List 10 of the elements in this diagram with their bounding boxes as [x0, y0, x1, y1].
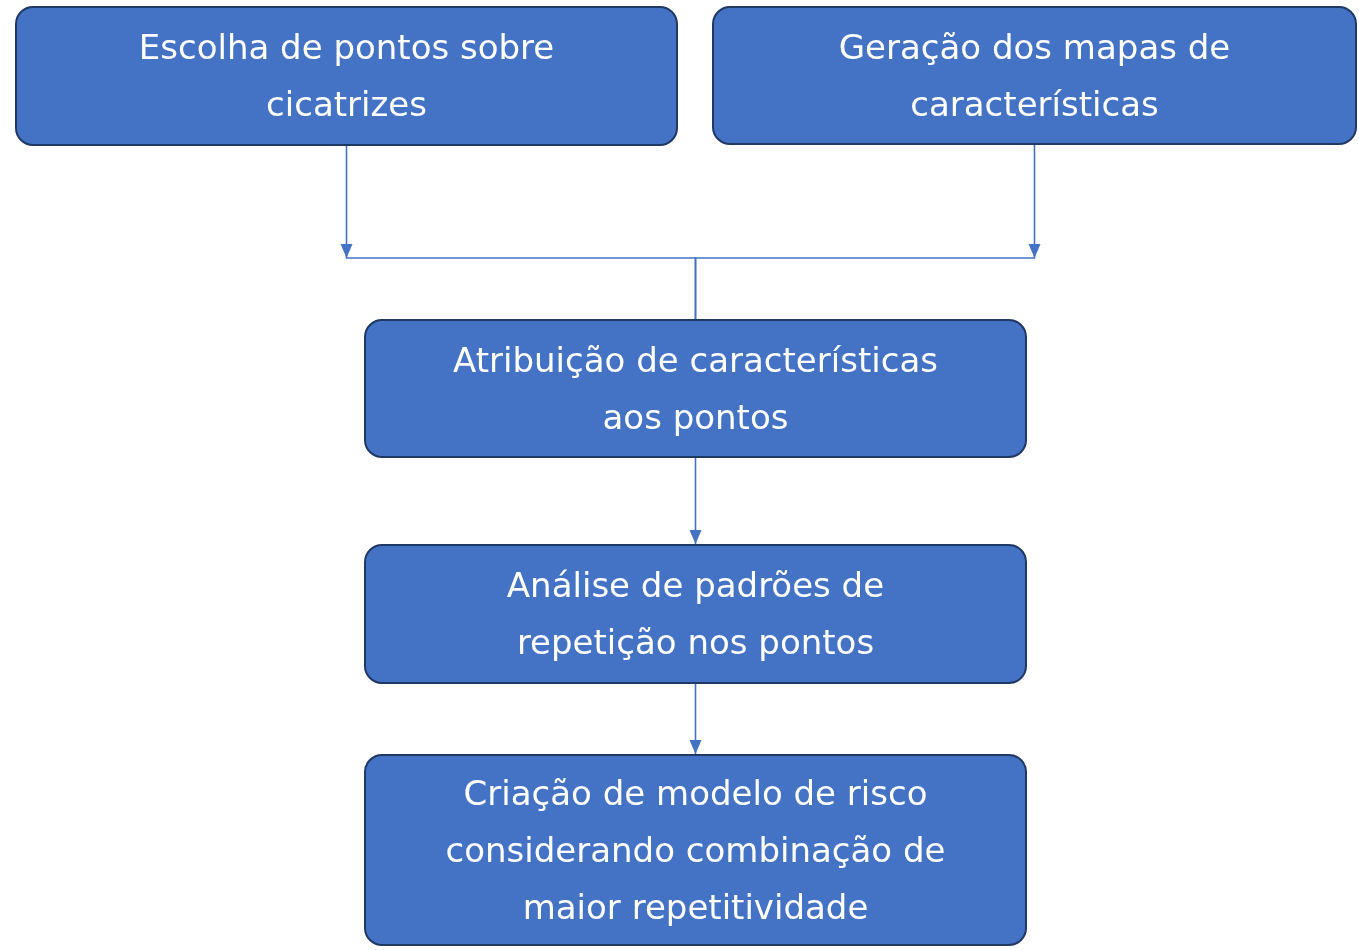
process-box: [364, 319, 1027, 458]
process-box: [15, 6, 678, 146]
process-box: [364, 544, 1027, 684]
step-text: Criação de modelo de risco considerando combinação de maior repetitividade: [444, 771, 947, 929]
step-text: Escolha de pontos sobre cicatrizes: [137, 26, 556, 126]
process-box: [712, 6, 1357, 145]
step-text: Análise de padrões de repetição nos pontos: [505, 564, 886, 664]
step-text: Atribuição de características aos pontos: [452, 338, 939, 439]
step-text: Geração dos mapas de características: [837, 25, 1232, 126]
process-box: [364, 754, 1027, 946]
